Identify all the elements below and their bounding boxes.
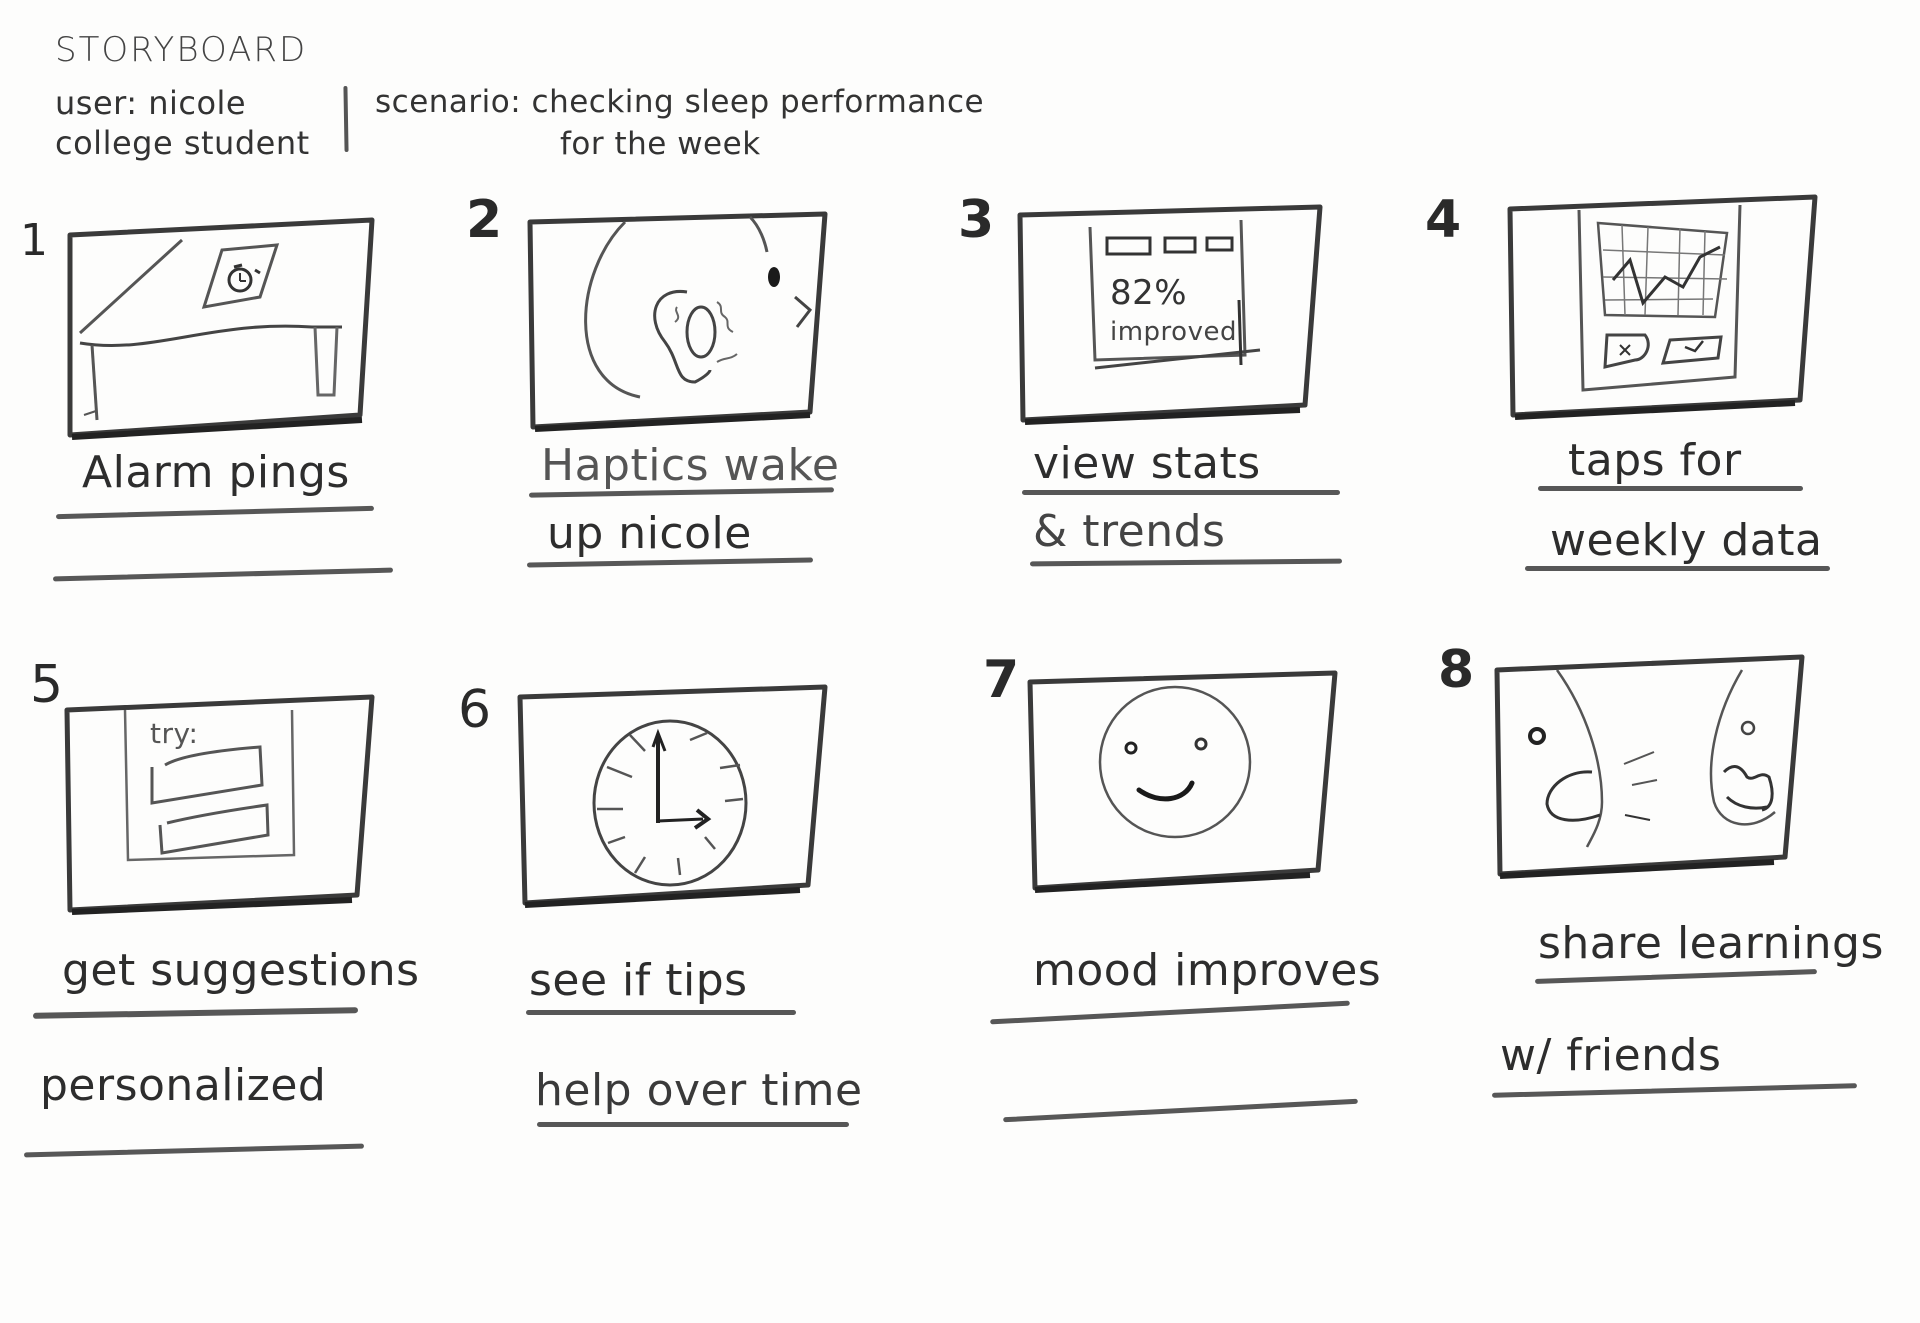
panel-3-caption-line-1: view stats [1033, 438, 1261, 489]
panel-8-caption-line-2: w/ friends [1500, 1030, 1722, 1081]
clock-icon [517, 684, 828, 908]
panel-number-1: 1 [20, 215, 49, 266]
panel-5-underline-1 [32, 1007, 359, 1019]
scenario-line-2: for the week [560, 126, 761, 162]
panel-5-caption-line-2: personalized [40, 1060, 327, 1111]
panel-6-caption-line-2: help over time [535, 1065, 863, 1116]
panel-3-frame: 82% improved [1015, 204, 1325, 430]
panel-4-caption-line-1: taps for [1568, 435, 1742, 486]
panel-2-underline-2 [526, 557, 814, 568]
panel-4-underline-1 [1538, 486, 1803, 491]
desk-alarm-icon [67, 217, 375, 440]
panel-8-underline-2 [1491, 1083, 1858, 1098]
suggestions-label: try: [150, 717, 199, 750]
header-divider [343, 85, 349, 153]
panel-5-frame: try: [62, 694, 382, 925]
phone-suggestions-icon [64, 694, 375, 915]
panel-8-frame [1492, 652, 1812, 880]
user-name: user: nicole [55, 84, 247, 122]
panel-7-underline-1 [990, 1000, 1350, 1025]
panel-4-underline-2 [1525, 566, 1830, 571]
panel-2-caption-line-2: up nicole [547, 508, 752, 559]
phone-weekly-chart-icon [1507, 194, 1818, 420]
panel-6-underline-2 [537, 1122, 849, 1127]
smiley-face-icon [1027, 670, 1338, 893]
panel-1-underline-2 [52, 567, 394, 582]
panel-2-caption-line-1: Haptics wake [541, 440, 840, 491]
panel-7-caption-line-1: mood improves [1033, 945, 1382, 996]
panel-8-underline-1 [1534, 969, 1818, 984]
panel-number-4: 4 [1425, 190, 1462, 250]
panel-4-frame [1505, 194, 1820, 420]
panel-7-underline-2 [1003, 1098, 1358, 1123]
panel-6-caption-line-1: see if tips [529, 955, 748, 1006]
panel-6-frame [515, 684, 835, 910]
two-faces-talking-icon [1494, 654, 1805, 879]
panel-1-underline-1 [55, 505, 375, 520]
panel-number-5: 5 [30, 655, 64, 715]
panel-number-6: 6 [458, 680, 492, 740]
panel-6-underline-1 [526, 1010, 796, 1015]
panel-number-3: 3 [958, 190, 995, 250]
panel-8-caption-line-1: share learnings [1538, 918, 1884, 969]
panel-3-caption-line-2: & trends [1033, 506, 1226, 557]
phone-stats-icon [1017, 204, 1323, 425]
stats-percent: 82% [1110, 273, 1188, 313]
panel-5-caption-line-1: get suggestions [62, 945, 420, 996]
panel-number-2: 2 [466, 190, 503, 250]
panel-number-8: 8 [1438, 640, 1475, 700]
panel-5-underline-2 [23, 1143, 365, 1158]
panel-4-caption-line-2: weekly data [1550, 515, 1823, 566]
panel-1-frame [62, 215, 382, 445]
panel-number-7: 7 [983, 650, 1020, 710]
scenario-line-1: scenario: checking sleep performance [375, 84, 985, 120]
panel-2-frame [525, 211, 835, 437]
head-earbud-icon [527, 211, 828, 432]
stats-label: improved [1110, 317, 1237, 347]
panel-3-underline-2 [1029, 558, 1343, 567]
user-role: college student [55, 124, 310, 162]
panel-1-caption-line-1: Alarm pings [82, 447, 350, 498]
panel-3-underline-1 [1022, 490, 1340, 495]
panel-7-frame [1025, 670, 1345, 895]
storyboard-title: STORYBOARD [55, 30, 308, 70]
